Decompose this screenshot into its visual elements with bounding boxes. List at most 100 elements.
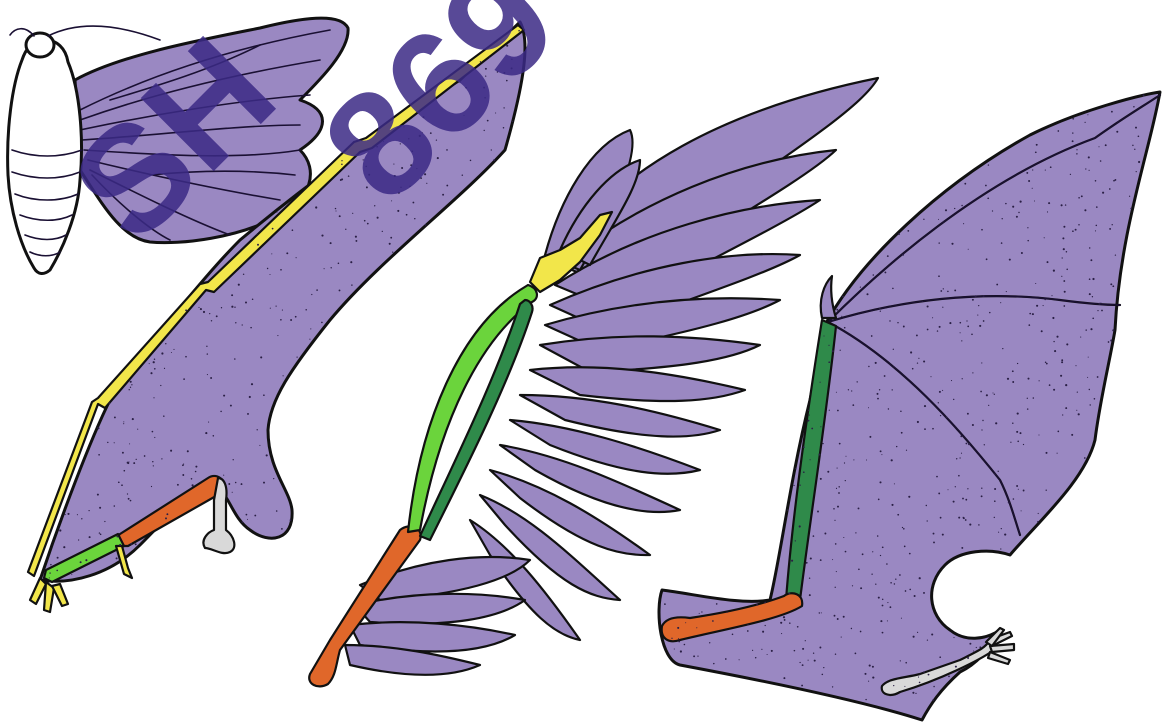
stipple-dot <box>919 674 920 675</box>
stipple-dot <box>1101 310 1103 312</box>
stipple-dot <box>975 295 977 297</box>
stipple-dot <box>752 650 753 651</box>
stipple-dot <box>1018 212 1019 213</box>
stipple-dot <box>63 546 65 548</box>
stipple-dot <box>932 699 934 701</box>
stipple-dot <box>1016 216 1018 218</box>
stipple-dot <box>875 584 876 585</box>
stipple-dot <box>886 563 888 565</box>
stipple-dot <box>803 471 805 473</box>
stipple-dot <box>116 536 118 538</box>
stipple-dot <box>930 376 931 377</box>
stipple-dot <box>726 612 727 613</box>
stipple-dot <box>927 329 929 331</box>
stipple-dot <box>191 478 193 480</box>
stipple-dot <box>794 650 796 652</box>
stipple-dot <box>114 442 115 443</box>
stipple-dot <box>986 258 988 260</box>
stipple-dot <box>995 422 997 424</box>
stipple-dot <box>1088 156 1090 158</box>
stipple-dot <box>171 352 172 353</box>
stipple-dot <box>909 589 911 591</box>
stipple-dot <box>972 299 974 301</box>
stipple-dot <box>761 649 762 650</box>
stipple-dot <box>1132 145 1133 146</box>
stipple-dot <box>940 415 941 416</box>
stipple-dot <box>869 665 871 667</box>
stipple-dot <box>805 640 806 641</box>
stipple-dot <box>263 482 265 484</box>
stipple-dot <box>852 585 853 586</box>
stipple-dot <box>879 308 881 310</box>
stipple-dot <box>1062 257 1063 258</box>
stipple-dot <box>1023 444 1024 445</box>
stipple-dot <box>897 322 898 323</box>
stipple-dot <box>234 307 235 308</box>
stipple-dot <box>170 450 172 452</box>
stipple-dot <box>841 637 842 638</box>
stipple-dot <box>1028 180 1030 182</box>
stipple-dot <box>97 427 98 428</box>
stipple-dot <box>273 478 274 479</box>
stipple-dot <box>1071 434 1073 436</box>
stipple-dot <box>1053 341 1054 342</box>
stipple-dot <box>77 514 78 515</box>
stipple-dot <box>377 217 379 219</box>
stipple-dot <box>977 315 978 316</box>
stipple-dot <box>927 640 928 641</box>
stipple-dot <box>1112 329 1114 331</box>
stipple-dot <box>210 377 212 379</box>
bat-toes <box>986 628 1014 664</box>
stipple-dot <box>88 510 89 511</box>
stipple-dot <box>1044 299 1046 301</box>
stipple-dot <box>837 618 839 620</box>
stipple-dot <box>780 622 782 624</box>
stipple-dot <box>1092 278 1094 280</box>
stipple-dot <box>367 223 369 225</box>
stipple-dot <box>1092 296 1093 297</box>
stipple-dot <box>1006 291 1007 292</box>
stipple-dot <box>981 229 983 231</box>
stipple-dot <box>848 389 849 390</box>
stipple-dot <box>953 637 954 638</box>
stipple-dot <box>1020 432 1022 434</box>
stipple-dot <box>234 358 236 360</box>
stipple-dot <box>1081 195 1083 197</box>
stipple-dot <box>948 489 949 490</box>
stipple-dot <box>803 446 805 448</box>
stipple-dot <box>425 224 427 226</box>
stipple-dot <box>839 443 841 445</box>
stipple-dot <box>1016 485 1018 487</box>
stipple-dot <box>961 547 963 549</box>
stipple-dot <box>893 685 894 686</box>
stipple-dot <box>992 210 993 211</box>
stipple-dot <box>1041 330 1043 332</box>
stipple-dot <box>998 471 999 472</box>
stipple-dot <box>880 555 881 556</box>
stipple-dot <box>1013 498 1015 500</box>
stipple-dot <box>789 622 791 624</box>
stipple-dot <box>901 432 903 434</box>
stipple-dot <box>956 458 957 459</box>
stipple-dot <box>884 271 886 273</box>
stipple-dot <box>1138 135 1140 137</box>
stipple-dot <box>114 416 116 418</box>
stipple-dot <box>1038 434 1039 435</box>
stipple-dot <box>840 350 841 351</box>
stipple-dot <box>1017 413 1019 415</box>
stipple-dot <box>900 410 902 412</box>
stipple-dot <box>316 289 318 291</box>
stipple-dot <box>1085 168 1086 169</box>
stipple-dot <box>888 408 889 409</box>
stipple-dot <box>943 221 944 222</box>
stipple-dot <box>1043 305 1044 306</box>
stipple-dot <box>345 229 346 230</box>
stipple-dot <box>1129 196 1130 197</box>
stipple-dot <box>1100 160 1102 162</box>
stipple-dot <box>969 524 971 526</box>
stipple-dot <box>1032 188 1033 189</box>
stipple-dot <box>851 628 852 629</box>
stipple-dot <box>1035 151 1037 153</box>
stipple-dot <box>942 534 944 536</box>
stipple-dot <box>955 426 956 427</box>
